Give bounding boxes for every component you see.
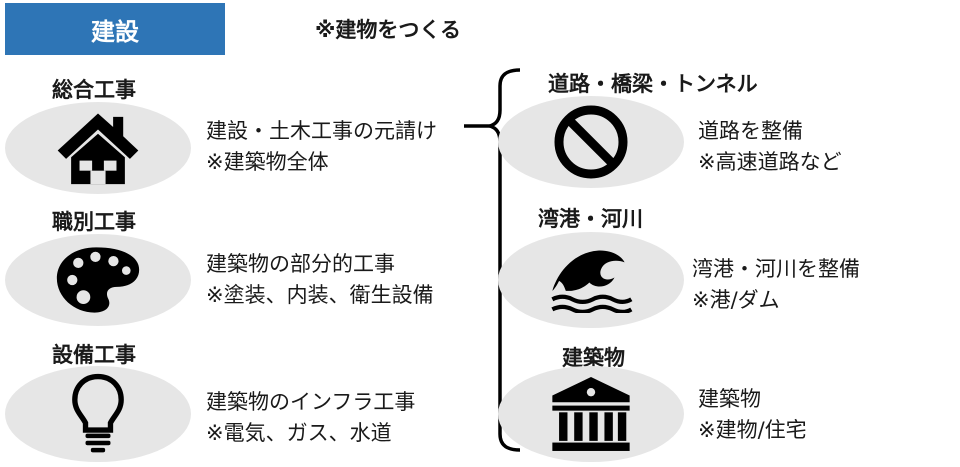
desc-line: 建築物のインフラ工事 [206,390,416,414]
heading-general-construction: 総合工事 [52,78,136,102]
desc-facility-construction: 建築物のインフラ工事 ※電気、ガス、水道 [206,387,415,449]
oval-general-construction [5,102,191,194]
desc-line: ※高速道路など [698,150,842,174]
oval-building [498,366,684,462]
desc-harbor-river: 湾港・河川を整備 ※港/ダム [692,254,860,316]
wave-icon [551,250,633,313]
desc-line: 湾港・河川を整備 [692,257,860,281]
desc-line: ※塗装、内装、衛生設備 [206,283,434,307]
no-entry-icon [554,105,628,179]
building-columns-icon [552,377,630,451]
house-icon [57,113,139,185]
desc-line: 建築物の部分的工事 [206,252,395,276]
desc-building: 建築物 ※建物/住宅 [698,384,807,446]
desc-trade-construction: 建築物の部分的工事 ※塗装、内装、衛生設備 [206,249,434,311]
top-note: ※建物をつくる [315,18,461,42]
desc-line: ※建物/住宅 [698,418,807,442]
oval-facility-construction [5,366,191,462]
heading-harbor-river: 湾港・河川 [538,207,643,231]
heading-trade-construction: 職別工事 [52,210,136,234]
oval-road-bridge-tunnel [498,96,684,188]
lightbulb-icon [72,373,124,453]
bracket-connector [464,68,521,452]
category-tag: 建設 [5,3,225,55]
desc-line: ※建築物全体 [206,150,329,174]
desc-line: ※電気、ガス、水道 [206,421,392,445]
desc-road-bridge-tunnel: 道路を整備 ※高速道路など [698,116,842,178]
oval-trade-construction [5,234,191,326]
desc-line: 建設・土木工事の元請け [206,119,437,143]
oval-harbor-river [498,232,684,328]
palette-icon [56,247,140,313]
heading-facility-construction: 設備工事 [52,343,136,367]
desc-line: 建築物 [698,387,761,411]
desc-line: ※港/ダム [692,288,780,312]
heading-road-bridge-tunnel: 道路・橋梁・トンネル [548,72,758,96]
desc-general-construction: 建設・土木工事の元請け ※建築物全体 [206,116,437,178]
desc-line: 道路を整備 [698,119,803,143]
